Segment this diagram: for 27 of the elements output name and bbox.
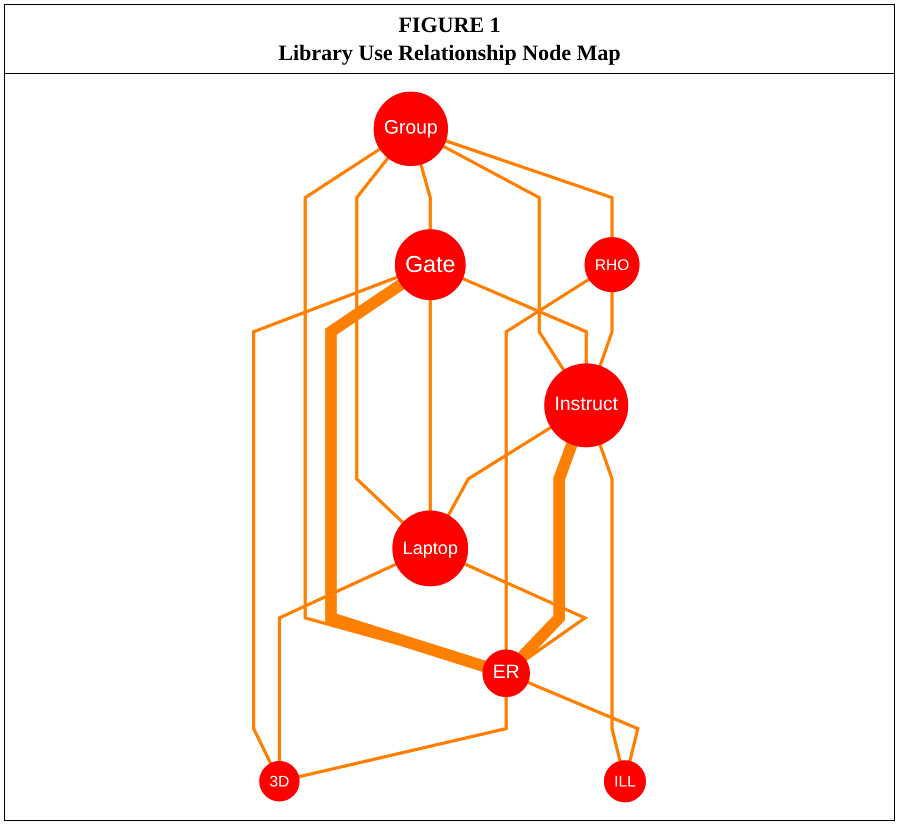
connector [278, 562, 398, 762]
node-circle: ILL [604, 760, 646, 802]
connector [526, 680, 640, 762]
node-circle: ER [482, 650, 530, 698]
connector [252, 276, 398, 764]
node-circle: Group [374, 92, 448, 166]
node-circle: RHO [584, 237, 640, 292]
connector [462, 276, 588, 364]
connector [598, 292, 614, 367]
connector [598, 444, 622, 762]
node-circle: Gate [394, 229, 466, 300]
connector [444, 139, 614, 238]
connector [419, 164, 432, 230]
figure-number: FIGURE 1 [397, 11, 502, 39]
connector [428, 300, 432, 512]
node-circle: Laptop [392, 510, 468, 586]
connector [442, 144, 566, 372]
connector [325, 279, 486, 672]
connector [298, 696, 508, 778]
connector [355, 156, 404, 524]
connector [446, 426, 552, 517]
node-circle: 3D [259, 761, 300, 802]
connector [518, 442, 578, 661]
node-circle: Instruct [544, 363, 628, 448]
figure-title: Library Use Relationship Node Map [277, 39, 622, 67]
connector [464, 562, 588, 662]
connector [504, 278, 590, 650]
